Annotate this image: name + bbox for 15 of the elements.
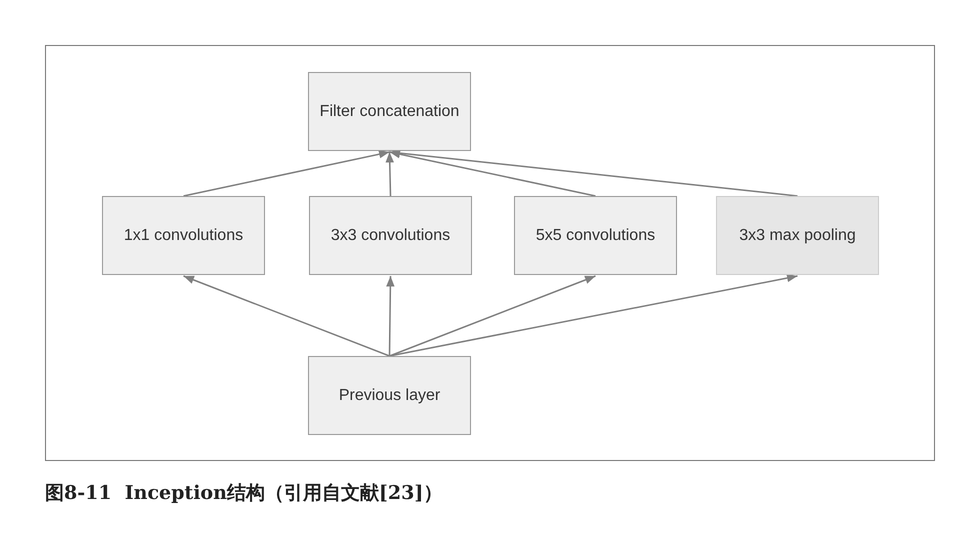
arrow — [183, 275, 390, 357]
process-box: 1x1 convolutions — [102, 196, 265, 275]
arrow — [389, 148, 798, 197]
figure-caption: 图8-11 Inception结构（引用自文献[23]） — [45, 481, 442, 506]
arrow — [386, 152, 394, 196]
arrow — [386, 276, 395, 356]
arrow — [389, 274, 798, 357]
process-box: Previous layer — [308, 356, 471, 435]
process-box: 3x3 max pooling — [716, 196, 879, 275]
arrow — [183, 150, 390, 197]
arrow — [389, 150, 596, 197]
process-box: Filter concatenation — [308, 72, 471, 151]
process-box: 3x3 convolutions — [309, 196, 472, 275]
arrow — [389, 275, 596, 357]
process-box: 5x5 convolutions — [514, 196, 677, 275]
